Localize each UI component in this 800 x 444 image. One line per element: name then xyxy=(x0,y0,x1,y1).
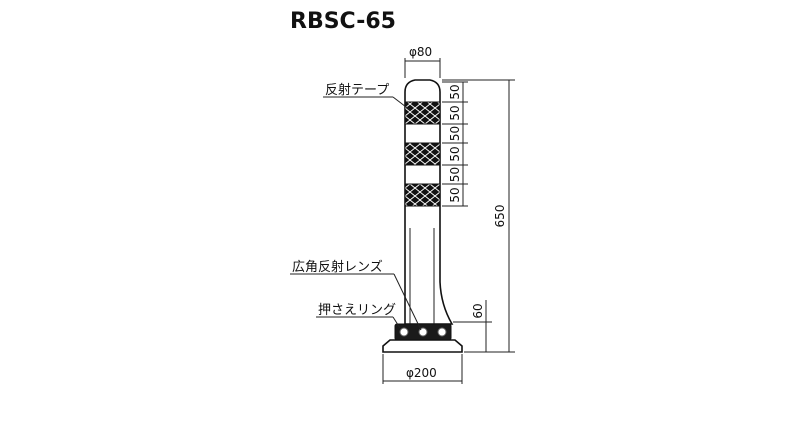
tape-spacing-5: 50 xyxy=(448,167,462,182)
retaining-ring-label: 押さえリング xyxy=(318,303,396,318)
bollard-base xyxy=(382,339,463,353)
wide-angle-lens-leader xyxy=(393,273,422,331)
reflective-tape-leader xyxy=(392,96,411,111)
tape-spacing-2: 50 xyxy=(448,105,462,120)
reflective-tape-band-3 xyxy=(404,183,441,207)
reflective-tape-band-1 xyxy=(404,101,441,125)
tape-spacing-3: 50 xyxy=(448,126,462,141)
reflective-tape-band-2 xyxy=(404,142,441,166)
drawing-title: RBSC-65 xyxy=(290,9,396,34)
top-diameter-label: φ80 xyxy=(409,45,432,59)
reflective-lens-3 xyxy=(437,327,447,337)
tape-spacing-6: 50 xyxy=(448,187,462,202)
bollard-body xyxy=(404,79,454,325)
reflective-tape-label: 反射テープ xyxy=(325,82,389,98)
base-diameter-label: φ200 xyxy=(406,366,437,380)
retaining-ring-leader xyxy=(392,316,401,329)
ring-height-label: 60 xyxy=(471,303,485,318)
tape-spacing-1: 50 xyxy=(448,84,462,99)
wide-angle-lens-label: 広角反射レンズ xyxy=(292,259,383,275)
tape-spacing-4: 50 xyxy=(448,146,462,161)
total-height-label: 650 xyxy=(493,205,507,228)
reflective-lens-1 xyxy=(399,327,409,337)
